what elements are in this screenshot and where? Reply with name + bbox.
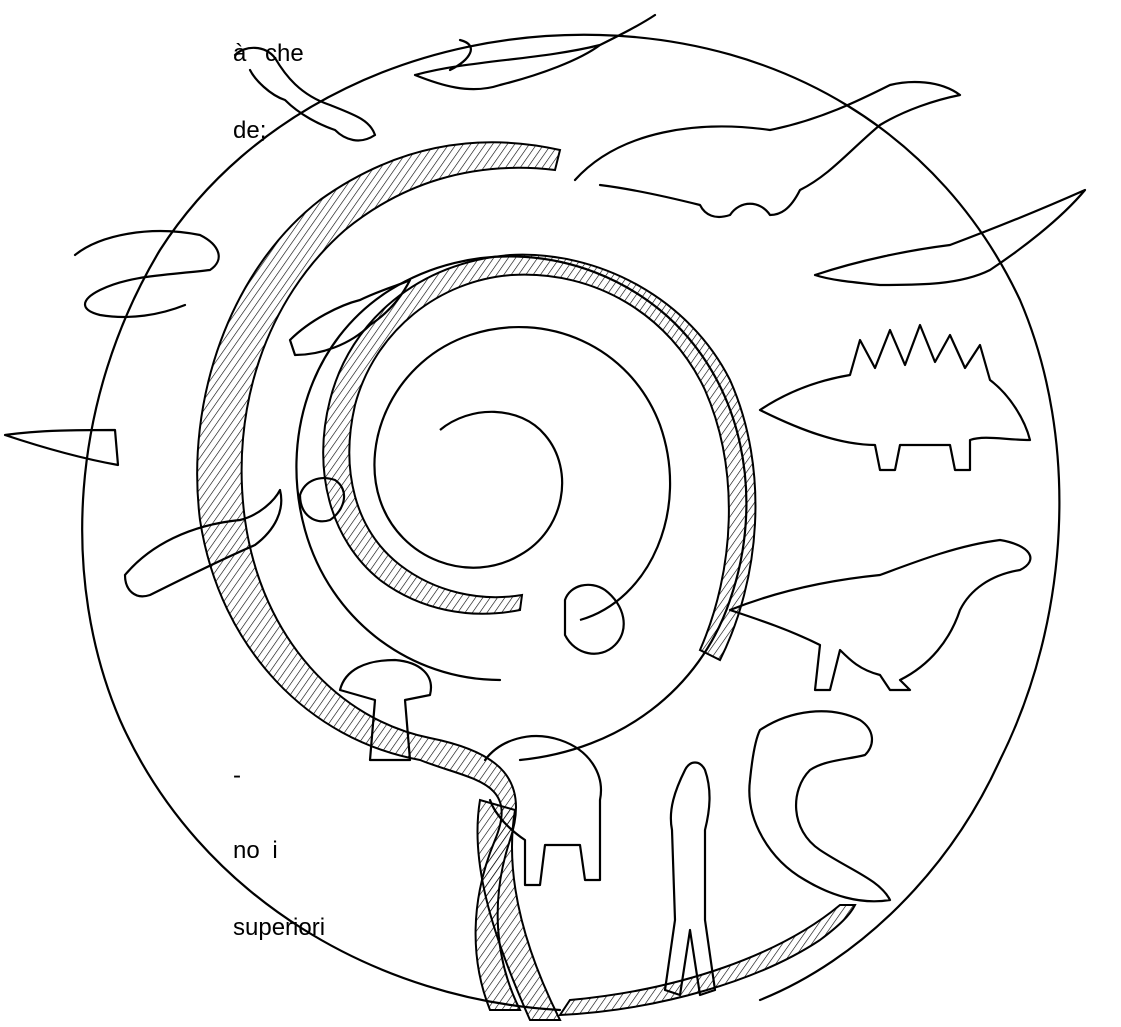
theropod-dinosaur	[730, 540, 1030, 690]
plesiosaur	[749, 711, 890, 901]
early-reptile	[235, 48, 375, 141]
spiral-outer-edge-band	[560, 905, 855, 1015]
ammonite-shell	[565, 585, 624, 654]
sauropod-dinosaur	[575, 82, 960, 217]
sea-reptile-top	[415, 15, 655, 89]
human-figure	[665, 763, 715, 996]
pterosaur	[815, 190, 1085, 285]
stegosaurus	[760, 325, 1030, 470]
spiral-band-middle	[323, 255, 755, 660]
primitive-fish	[5, 430, 118, 465]
spiral-band-inner	[374, 327, 670, 620]
